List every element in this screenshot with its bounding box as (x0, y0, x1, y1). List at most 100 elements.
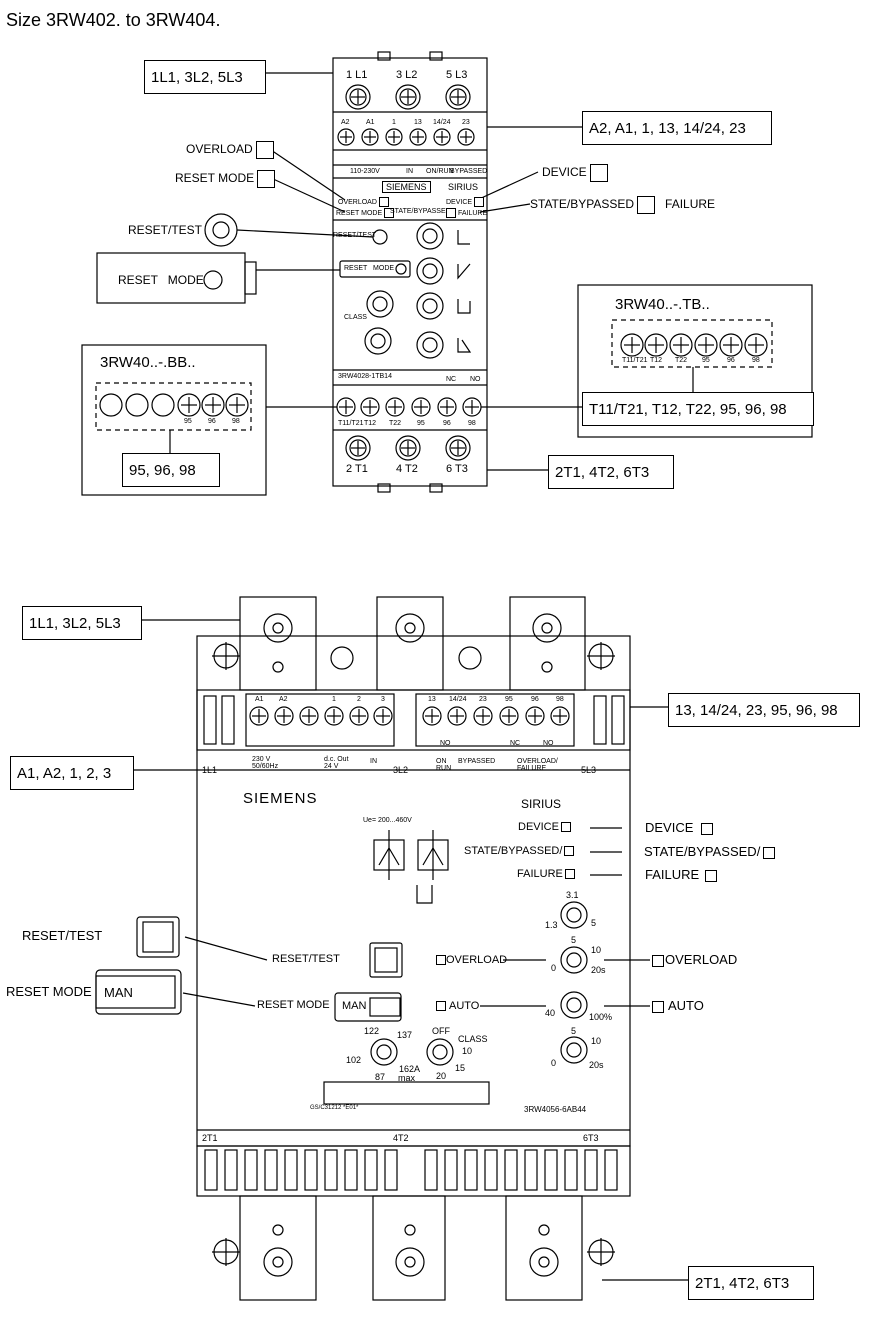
current-val-5: max (398, 1073, 416, 1083)
bottom-no-2: NO (543, 740, 554, 747)
top-ctrl-term-5: 23 (462, 119, 470, 126)
top-led-state: STATE/BYPASSED (390, 208, 451, 215)
page-title: Size 3RW402. to 3RW404. (6, 10, 221, 30)
bottom-on-run: ON RUN (436, 758, 452, 772)
tb-terminal-row (620, 333, 768, 357)
current-val-1: 137 (397, 1030, 413, 1040)
dial2-val-3: 20s (591, 965, 606, 975)
class-val-0: OFF (432, 1026, 450, 1036)
top-t3-label: 6 T3 (446, 463, 468, 475)
top-siemens-logo: SIEMENS (382, 181, 431, 193)
top-in: IN (406, 168, 413, 175)
bottom-left-term-0: A1 (255, 696, 264, 703)
top-part-number: 3RW4028-1TB14 (338, 373, 392, 380)
top-led-reset-mode: RESET MODE (336, 208, 395, 218)
bb-term-98: 98 (232, 418, 240, 425)
top-aux-term-3: 95 (417, 420, 425, 427)
overload-led-icon (255, 141, 274, 159)
bottom-line-terminals-callout: 1L1, 3L2, 5L3 (22, 606, 142, 640)
top-aux-screws (336, 397, 482, 417)
top-aux-term-4: 96 (443, 420, 451, 427)
bottom-ctrl-terminals-callout: A1, A2, 1, 2, 3 (10, 756, 134, 790)
top-sirius-label: SIRIUS (448, 182, 479, 192)
top-aux-term-5: 98 (468, 420, 476, 427)
tb-term-2: T22 (675, 357, 688, 364)
reset-test-callout-label: RESET/TEST (22, 928, 103, 943)
auto-callout-label: AUTO (652, 998, 704, 1013)
class-val-4: 20 (436, 1071, 447, 1081)
top-led-overload: OVERLOAD (338, 197, 389, 207)
bottom-t3: 6T3 (583, 1133, 599, 1143)
current-val-4: 87 (375, 1072, 386, 1082)
top-led-device: DEVICE (446, 197, 485, 207)
device-label: DEVICE (542, 164, 608, 182)
tb-terminals-callout: T11/T21, T12, T22, 95, 96, 98 (582, 392, 814, 426)
top-nc: NC (446, 376, 457, 383)
top-no: NO (470, 376, 481, 383)
dial1-val-1: 1.3 (545, 920, 558, 930)
bottom-auto-label: AUTO (436, 1000, 479, 1012)
state-callout-label: STATE/BYPASSED/ (644, 844, 776, 859)
class-val-2: 10 (462, 1046, 473, 1056)
bb-term-96: 96 (208, 418, 216, 425)
top-on-run: ON/RUN (426, 168, 454, 175)
bottom-failure-label: FAILURE (517, 868, 575, 880)
bottom-l1: 1L1 (202, 765, 218, 775)
tb-term-3: 95 (702, 357, 710, 364)
bottom-left-term-3: 2 (357, 696, 361, 703)
auto-led-icon (652, 1000, 664, 1013)
top-ctrl-term-2: 1 (392, 119, 396, 126)
dial3-val-1: 100% (589, 1012, 613, 1022)
bottom-no-1: NO (440, 740, 451, 747)
reset-mode-label: RESET MODE (175, 170, 276, 188)
top-t1-label: 2 T1 (346, 463, 368, 475)
top-supply: 110-230V (350, 168, 380, 175)
top-ctrl-term-4: 14/24 (433, 119, 451, 126)
top-aux-term-0: T11/T21 (338, 420, 364, 427)
bottom-nc: NC (510, 740, 521, 747)
bottom-right-screws (422, 706, 570, 726)
top-l1-label: 1 L1 (346, 69, 368, 81)
bottom-state-label: STATE/BYPASSED/ (464, 845, 575, 857)
bottom-supply-dc: d.c. Out 24 V (324, 756, 349, 770)
top-load-terminals-callout: 2T1, 4T2, 6T3 (548, 455, 674, 489)
reset-test-callout-button (136, 916, 180, 958)
dial2-val-1: 10 (591, 945, 602, 955)
failure-callout-label: FAILURE (645, 867, 718, 882)
bottom-reset-test-label: RESET/TEST (272, 953, 340, 965)
dial4-val-3: 20s (589, 1060, 604, 1070)
top-line-screws (345, 84, 471, 110)
dial3-val-0: 40 (545, 1008, 556, 1018)
failure-led-icon (705, 869, 718, 882)
top-device-body (332, 57, 488, 487)
bottom-right-term-4: 96 (531, 696, 539, 703)
bottom-reset-mode-slider (334, 992, 402, 1022)
bottom-load-terminals-callout: 2T1, 4T2, 6T3 (688, 1266, 814, 1300)
bottom-left-screws (249, 706, 393, 726)
bottom-device-label: DEVICE (518, 821, 571, 833)
top-line-terminals-callout: 1L1, 3L2, 5L3 (144, 60, 266, 94)
top-ctrl-term-1: A1 (366, 119, 375, 126)
top-aux-term-2: T22 (389, 420, 402, 427)
bottom-overload-label: OVERLOAD (436, 954, 507, 966)
bottom-l3: 5L3 (581, 765, 597, 775)
reset-test-label: RESET/TEST (128, 223, 203, 237)
bb-term-95: 95 (184, 418, 192, 425)
bottom-right-term-0: 13 (428, 696, 436, 703)
device-led-icon (701, 822, 714, 835)
bottom-in: IN (370, 758, 377, 765)
reset-test-callout-circle (204, 213, 238, 247)
bottom-ue: Ue= 200...460V (363, 817, 412, 824)
top-reset-test: RESET/TEST (333, 232, 377, 239)
bottom-left-term-2: 1 (332, 696, 336, 703)
bottom-reset-test-button (369, 942, 403, 978)
tb-term-5: 98 (752, 357, 760, 364)
man-callout-label: MAN (104, 985, 133, 1000)
current-val-0: 122 (364, 1026, 380, 1036)
overload-callout-label: OVERLOAD (652, 952, 737, 967)
tb-variant-title: 3RW40..-.TB.. (615, 296, 710, 313)
top-l3-label: 5 L3 (446, 69, 468, 81)
bottom-device-body (196, 596, 631, 1301)
top-ctrl-term-0: A2 (341, 119, 350, 126)
bottom-l2: 3L2 (393, 765, 409, 775)
